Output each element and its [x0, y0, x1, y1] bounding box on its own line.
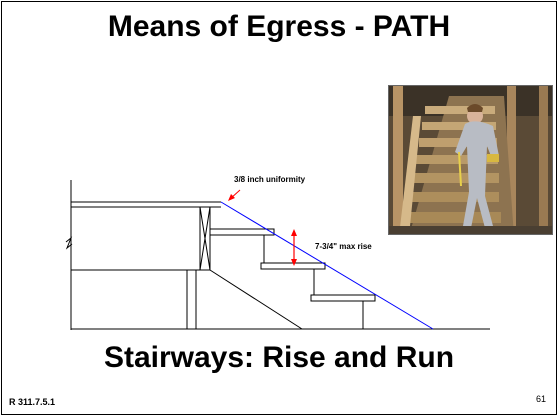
- code-reference: R 311.7.5.1: [9, 397, 56, 407]
- stair-diagram: 3/8 inch uniformity 7-3/4" max rise: [65, 175, 490, 330]
- stringer: [209, 269, 303, 330]
- tread-1: [209, 228, 275, 236]
- break-symbol: [65, 236, 73, 250]
- rim-joist-x2: [199, 206, 211, 271]
- page-number: 61: [535, 394, 546, 404]
- uniformity-arrowhead: [228, 194, 235, 201]
- rise-arrow-top: [291, 229, 297, 236]
- rise-arrow-bottom: [291, 259, 297, 266]
- tread-2: [260, 262, 326, 270]
- slide-title: Means of Egress - PATH: [107, 10, 451, 43]
- uniformity-label: 3/8 inch uniformity: [234, 175, 306, 184]
- nosing-line: [220, 201, 434, 330]
- rim-joist: [199, 206, 211, 271]
- tread-3: [310, 294, 376, 302]
- slide-subtitle: Stairways: Rise and Run: [103, 341, 455, 374]
- max-rise-label: 7-3/4" max rise: [315, 242, 372, 251]
- stair-photo: [388, 85, 553, 235]
